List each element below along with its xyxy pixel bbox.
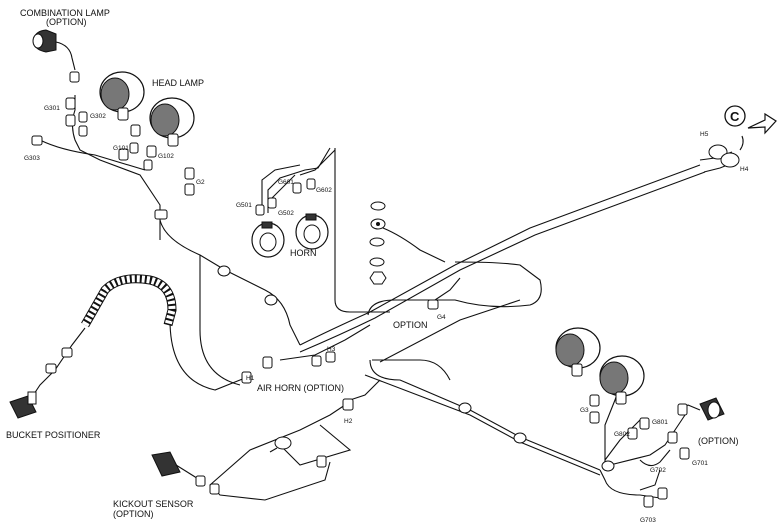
option-hardware-stack bbox=[369, 201, 387, 285]
horn-left bbox=[251, 221, 285, 258]
horn-connectors bbox=[255, 178, 316, 216]
connector-g501: G501 bbox=[236, 202, 252, 209]
option-wires bbox=[382, 227, 461, 301]
inline-grommets bbox=[217, 265, 615, 472]
connector-g703: G703 bbox=[640, 517, 656, 524]
connector-h4: H4 bbox=[740, 166, 749, 173]
head-lamp-left bbox=[99, 71, 145, 121]
connector-g801: G801 bbox=[652, 419, 668, 426]
horn-label: HORN bbox=[290, 248, 317, 258]
connector-g301: G301 bbox=[44, 105, 60, 112]
rear-option-label: (OPTION) bbox=[698, 436, 739, 446]
connector-g601: G601 bbox=[278, 179, 294, 186]
connector-h2: H2 bbox=[344, 418, 353, 425]
connector-g4: G4 bbox=[437, 314, 446, 321]
connector-h3: H3 bbox=[327, 346, 336, 353]
rear-lamp-left bbox=[555, 327, 601, 377]
circle-c-marker bbox=[724, 105, 777, 135]
main-harness-wires bbox=[39, 95, 736, 501]
front-connectors bbox=[31, 97, 195, 220]
bucket-positioner-harness bbox=[9, 274, 177, 419]
kickout-sensor-option-label: (OPTION) bbox=[113, 509, 154, 519]
combination-lamp-option-label: (OPTION) bbox=[46, 17, 87, 27]
connector-g802: G802 bbox=[614, 431, 630, 438]
circle-c-letter: C bbox=[730, 109, 740, 124]
connector-g3: G3 bbox=[580, 407, 589, 414]
horn-right bbox=[295, 213, 329, 250]
kickout-sensor-label: KICKOUT SENSOR bbox=[113, 499, 194, 509]
bulb bbox=[269, 436, 292, 453]
head-lamp-label: HEAD LAMP bbox=[152, 78, 204, 88]
combination-lamp-label: COMBINATION LAMP bbox=[20, 8, 110, 18]
connector-g303: G303 bbox=[24, 155, 40, 162]
rear-connectors bbox=[589, 394, 690, 508]
connector-h1: H1 bbox=[246, 375, 255, 382]
connector-g101: G101 bbox=[113, 145, 129, 152]
bucket-positioner-label: BUCKET POSITIONER bbox=[6, 430, 101, 440]
air-horn-label: AIR HORN (OPTION) bbox=[257, 383, 344, 393]
connector-g602: G602 bbox=[316, 187, 332, 194]
connector-g302-front: G302 bbox=[90, 113, 106, 120]
connector-h5: H5 bbox=[700, 131, 709, 138]
horn-wires bbox=[261, 147, 336, 213]
connector-g2: G2 bbox=[196, 179, 205, 186]
connector-g701: G701 bbox=[692, 460, 708, 467]
rear-option-lamp bbox=[679, 397, 725, 421]
connector-g502: G502 bbox=[278, 210, 294, 217]
connector-g702: G702 bbox=[650, 467, 666, 474]
h4-h5-connectors bbox=[708, 135, 744, 168]
combination-lamp bbox=[32, 29, 80, 83]
connector-g102: G102 bbox=[158, 153, 174, 160]
air-horn-connectors bbox=[241, 351, 354, 411]
rear-lamp-right bbox=[599, 355, 645, 405]
connector-g4-body bbox=[427, 299, 439, 310]
head-lamp-right bbox=[149, 97, 195, 147]
kickout-sensor bbox=[151, 451, 327, 495]
option-label: OPTION bbox=[393, 320, 428, 330]
